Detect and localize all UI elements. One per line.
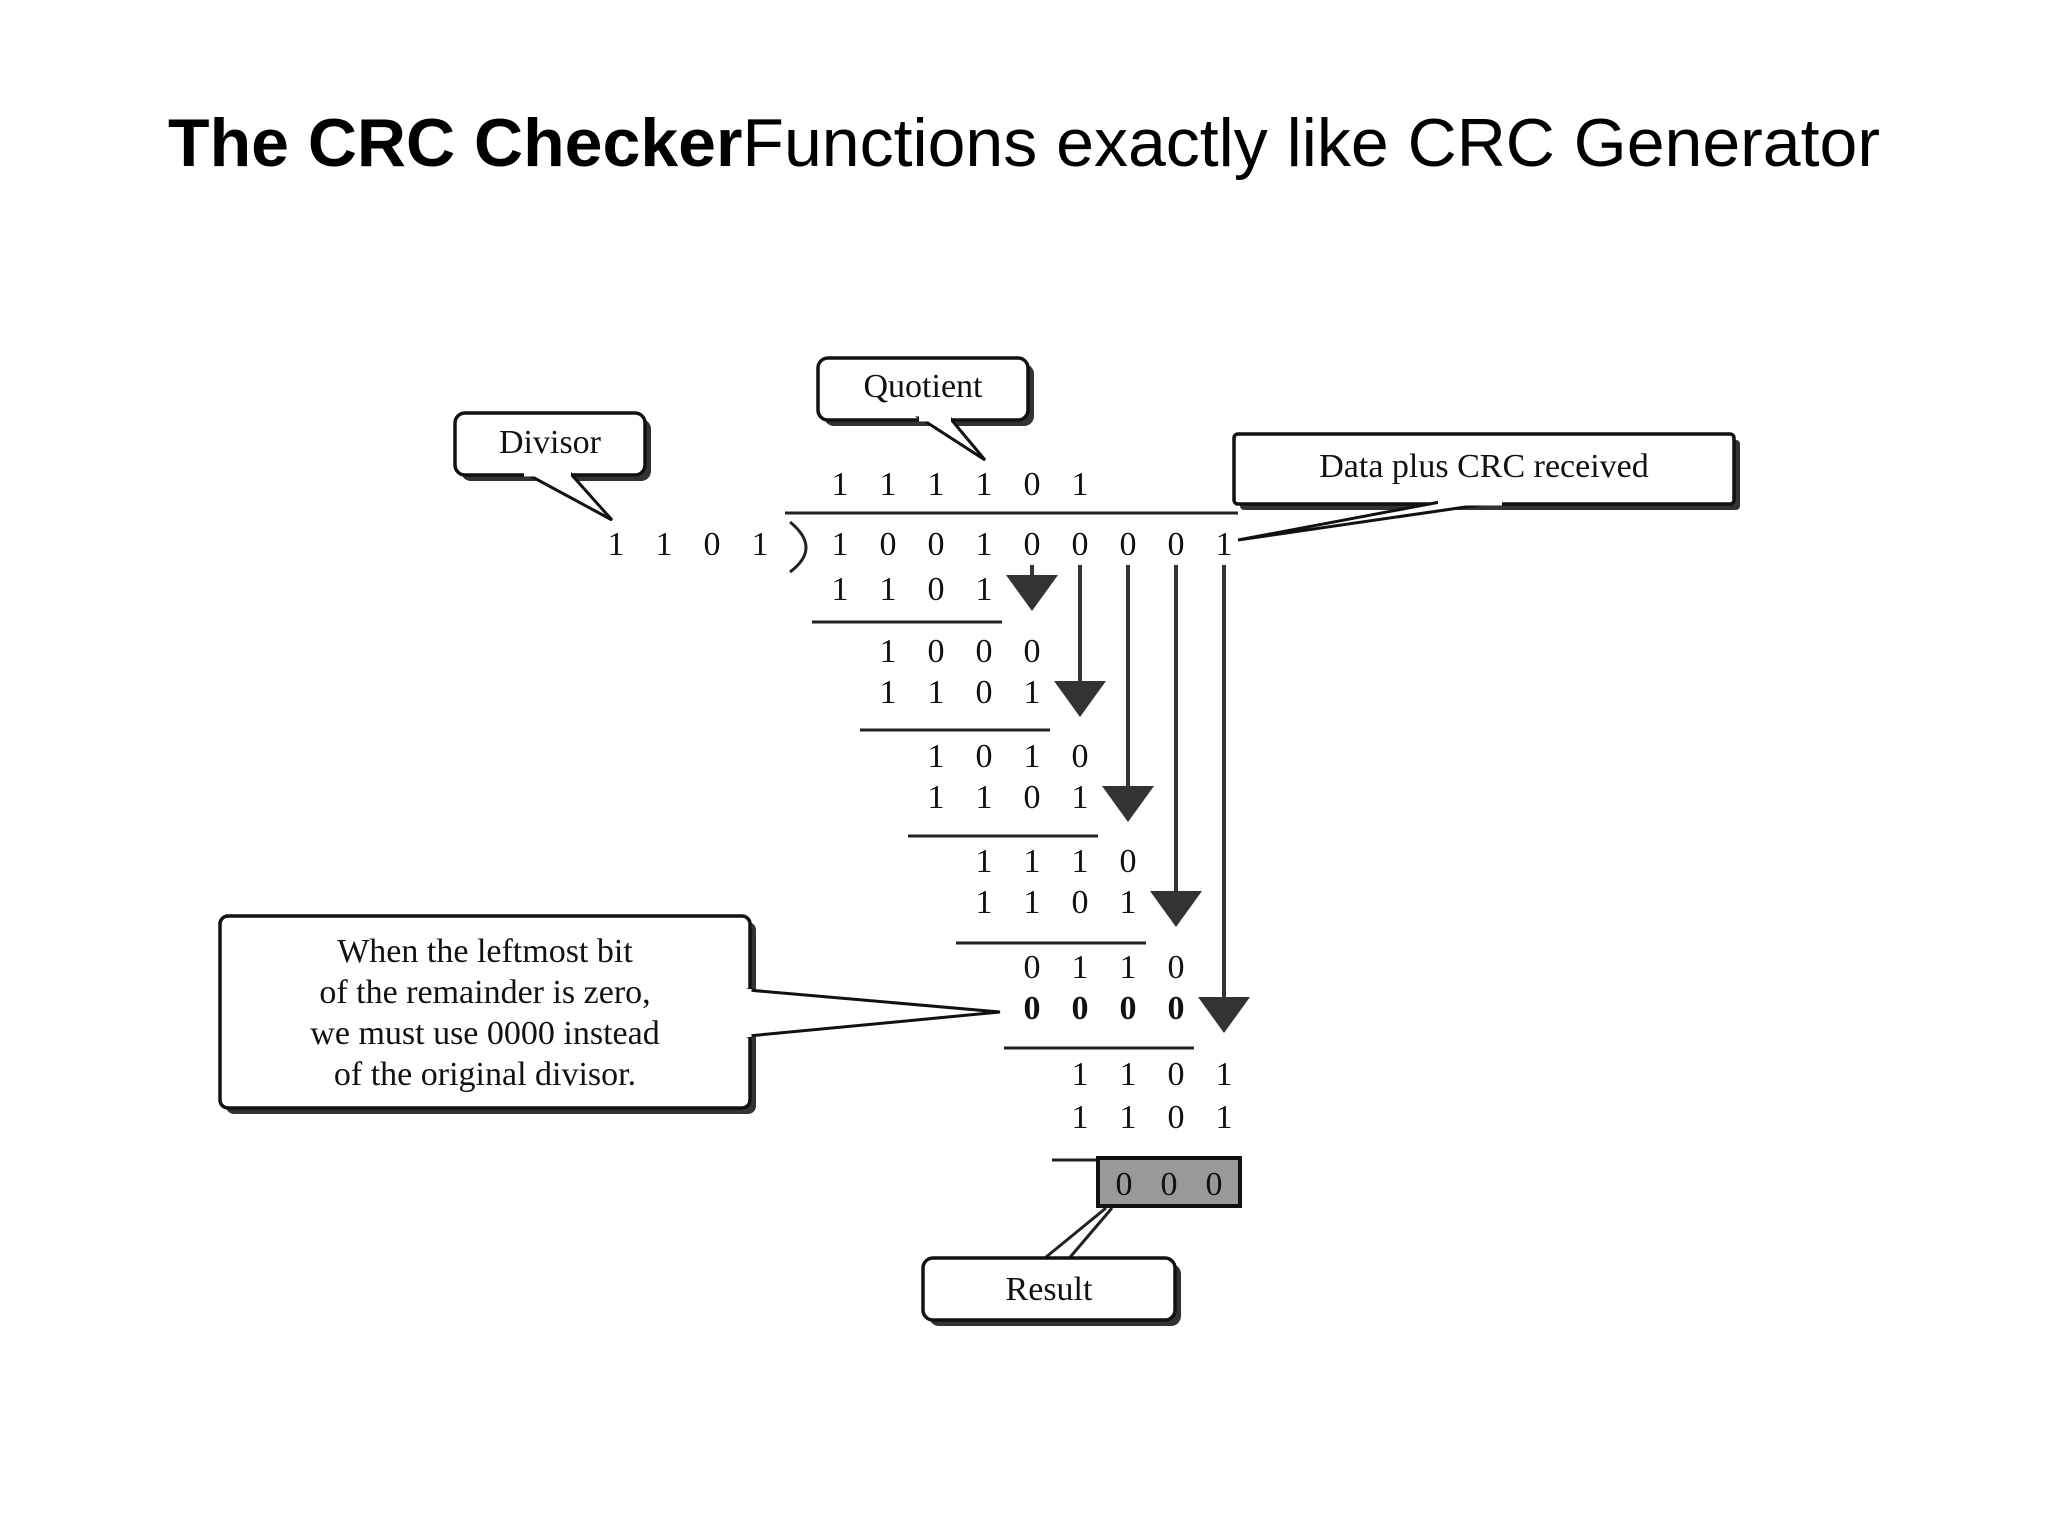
step-bit: 1 (976, 843, 993, 880)
step-bit: 0 (1168, 990, 1185, 1027)
step-bit: 0 (976, 633, 993, 670)
dividend-bit: 0 (928, 526, 945, 563)
note-line-1: When the leftmost bit (337, 933, 633, 970)
step-bit: 1 (976, 571, 993, 608)
note-line-2: of the remainder is zero, (319, 974, 650, 1011)
quotient-bit: 1 (928, 466, 945, 503)
title-rest: Functions exactly like CRC Generator (742, 105, 1880, 181)
dividend-bit: 1 (976, 526, 993, 563)
step-bit: 1 (928, 738, 945, 775)
step-bit: 1 (880, 571, 897, 608)
step-bit: 1 (1072, 843, 1089, 880)
divisor-bit: 1 (608, 526, 625, 563)
bring-down-arrow-head (1198, 997, 1250, 1033)
note-line-3: we must use 0000 instead (310, 1015, 659, 1052)
bring-down-arrow-head (1150, 891, 1202, 927)
divisor-callout: Divisor (453, 411, 651, 522)
step-bit: 1 (1120, 949, 1137, 986)
quotient-label: Quotient (864, 368, 984, 405)
step-bit: 1 (880, 674, 897, 711)
step-bit: 0 (928, 571, 945, 608)
title-bold: The CRC Checker (168, 105, 743, 181)
step-bit: 0 (1024, 633, 1041, 670)
step-bit: 0 (928, 633, 945, 670)
dividend-bit: 1 (1216, 526, 1233, 563)
divisor-bit: 1 (752, 526, 769, 563)
bring-down-arrow-head (1102, 786, 1154, 822)
data-plus-crc-callout: Data plus CRC received (1232, 432, 1740, 542)
quotient-bit: 0 (1024, 466, 1041, 503)
step-bit: 1 (976, 779, 993, 816)
step-bit: 0 (1072, 990, 1089, 1027)
step-bit: 0 (1024, 990, 1041, 1027)
step-bit: 0 (1120, 990, 1137, 1027)
dividend-bit: 0 (1024, 526, 1041, 563)
result-bit: 0 (1161, 1166, 1178, 1203)
dividend-bit: 0 (880, 526, 897, 563)
step-bit: 1 (1024, 884, 1041, 921)
step-bit: 1 (1120, 1099, 1137, 1136)
step-bit: 1 (1120, 1056, 1137, 1093)
step-bit: 1 (1072, 949, 1089, 986)
step-bit: 0 (1024, 779, 1041, 816)
step-bit: 0 (1168, 949, 1185, 986)
step-bit: 0 (976, 738, 993, 775)
result-callout: Result (921, 1206, 1181, 1326)
step-bit: 1 (1024, 738, 1041, 775)
step-bit: 1 (1072, 1056, 1089, 1093)
data-plus-crc-label: Data plus CRC received (1319, 448, 1649, 485)
step-bit: 0 (1072, 884, 1089, 921)
divisor-bit: 0 (704, 526, 721, 563)
step-bit: 0 (1168, 1099, 1185, 1136)
result-bit: 0 (1206, 1166, 1223, 1203)
step-bit: 1 (1024, 843, 1041, 880)
quotient-callout: Quotient (816, 356, 1034, 462)
quotient-bit: 1 (1072, 466, 1089, 503)
quotient-bit: 1 (880, 466, 897, 503)
division-bracket (789, 520, 808, 574)
bring-down-arrow-head (1006, 575, 1058, 611)
step-bit: 1 (928, 674, 945, 711)
arrows-layer (1006, 565, 1250, 1033)
dividend-bit: 0 (1072, 526, 1089, 563)
note-line-4: of the original divisor. (334, 1056, 636, 1093)
step-bit: 0 (1072, 738, 1089, 775)
step-bit: 1 (1024, 674, 1041, 711)
step-bit: 1 (832, 571, 849, 608)
step-bit: 0 (1120, 843, 1137, 880)
step-bit: 0 (1168, 1056, 1185, 1093)
step-bit: 1 (1072, 779, 1089, 816)
dividend-bit: 0 (1168, 526, 1185, 563)
step-bit: 1 (880, 633, 897, 670)
quotient-bit: 1 (976, 466, 993, 503)
step-bit: 1 (1072, 1099, 1089, 1136)
note-callout: When the leftmost bit of the remainder i… (218, 914, 1001, 1114)
step-bit: 1 (1216, 1056, 1233, 1093)
divisor-label: Divisor (499, 424, 602, 461)
dividend-bit: 1 (832, 526, 849, 563)
divisor-bit: 1 (656, 526, 673, 563)
page-title: The CRC CheckerFunctions exactly like CR… (0, 104, 2048, 182)
dividend-bit: 0 (1120, 526, 1137, 563)
step-bit: 1 (1216, 1099, 1233, 1136)
step-bit: 1 (928, 779, 945, 816)
result-label: Result (1006, 1271, 1093, 1308)
step-bit: 1 (1120, 884, 1137, 921)
step-bit: 0 (1024, 949, 1041, 986)
step-bit: 1 (976, 884, 993, 921)
step-bit: 0 (976, 674, 993, 711)
result-bit: 0 (1116, 1166, 1133, 1203)
bring-down-arrow-head (1054, 681, 1106, 717)
quotient-bit: 1 (832, 466, 849, 503)
